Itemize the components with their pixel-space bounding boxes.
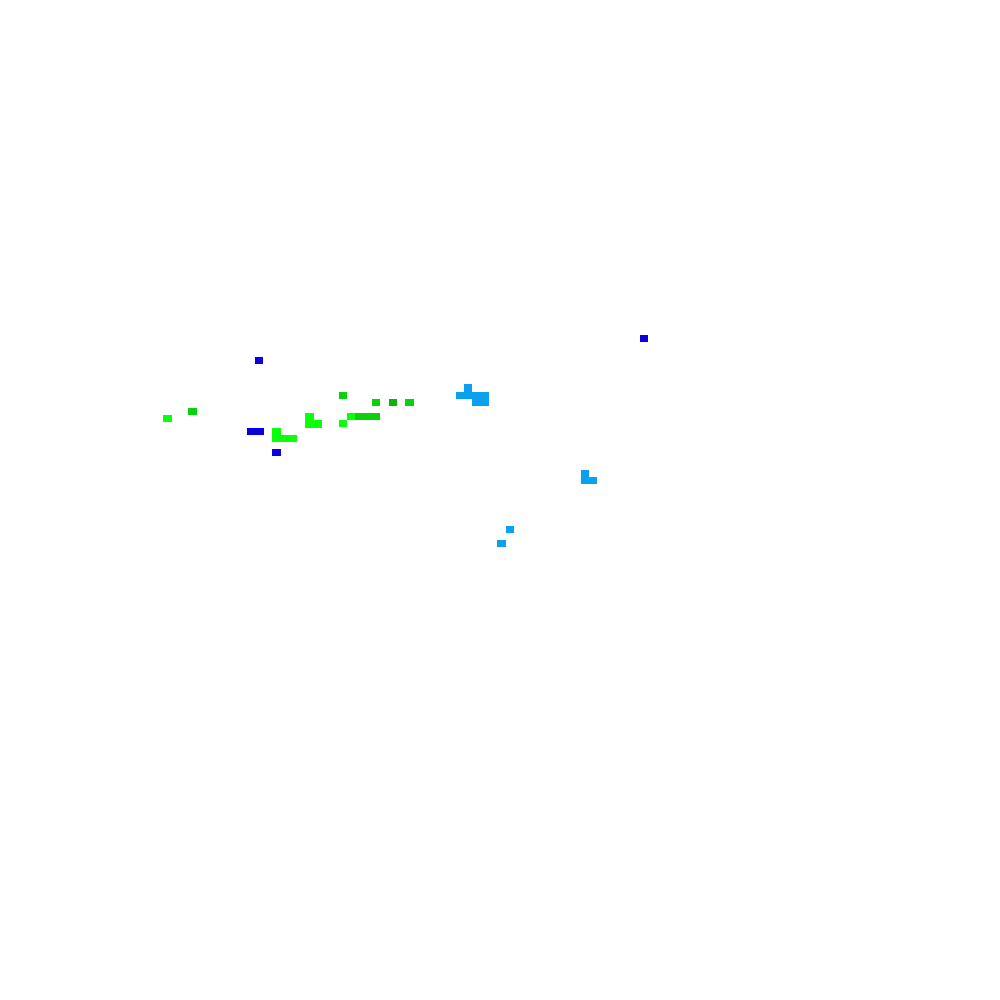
pixel-block [339,420,347,427]
pixel-block [372,399,380,406]
pixel-block [305,413,314,420]
pixel-block [497,540,506,547]
pixel-block [305,420,322,428]
pixel-block [472,392,489,406]
pixel-block [339,392,347,399]
pixel-block [163,415,172,422]
pixel-block [272,428,281,435]
pixel-block [272,449,281,456]
pixel-block [456,392,472,399]
pixel-block [389,399,397,406]
pixel-block [506,526,514,533]
pixel-block [355,413,380,420]
pixel-block [581,477,597,484]
pixel-block [255,357,263,364]
pixel-block [347,413,355,420]
pixel-block [272,435,297,442]
pixel-block [581,470,589,477]
pixel-block [405,399,414,406]
pixel-block [188,408,197,415]
pixel-block [247,428,264,435]
pixel-block [464,384,472,392]
pixel-block [640,335,648,342]
